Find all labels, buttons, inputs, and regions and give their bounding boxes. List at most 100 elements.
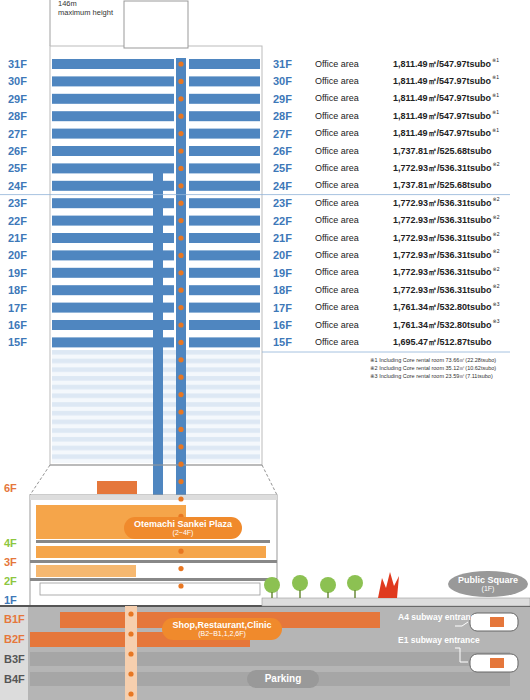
- text-label: Office area: [315, 216, 359, 226]
- floor-label: 27F: [8, 128, 27, 140]
- drawing-part: [189, 303, 260, 313]
- floor-label: 21F: [273, 232, 292, 244]
- footnote-mark: ※2: [493, 249, 500, 255]
- drawing-part: [178, 549, 183, 554]
- drawing-part: [128, 671, 133, 676]
- drawing-part: [178, 166, 183, 171]
- floor-label: 22F: [273, 215, 292, 227]
- footnote-mark: ※1: [492, 110, 499, 116]
- text-label: 1,737.81㎡/525.68tsubo: [393, 147, 492, 157]
- floor-label: 20F: [273, 249, 292, 261]
- drawing-part: [189, 181, 260, 191]
- text-label: Office area: [315, 60, 359, 70]
- footnote-mark: ※3: [493, 302, 500, 308]
- rounded-label-box: Parking: [247, 670, 320, 688]
- floor-label: 31F: [8, 58, 27, 70]
- drawing-part: [178, 479, 183, 484]
- text-label: ※3 Including Core rental room 23.59㎡(7.1…: [370, 373, 493, 379]
- text-label: Office area: [315, 199, 359, 209]
- footnote-mark: ※2: [493, 267, 500, 273]
- drawing-part: [178, 305, 183, 310]
- drawing-part: [178, 462, 183, 467]
- drawing-part: [178, 131, 183, 136]
- drawing-part: [178, 375, 183, 380]
- drawing-part: [52, 163, 174, 173]
- text-label: 1,772.93㎡/536.31tsubo: [393, 164, 492, 174]
- text-label: 1,761.34㎡/532.80tsubo: [393, 321, 492, 331]
- text-label: Office area: [315, 303, 359, 313]
- drawing-part: [178, 183, 183, 188]
- drawing-part: [189, 146, 260, 156]
- drawing-part: [189, 76, 260, 86]
- node-title: Parking: [265, 673, 302, 685]
- text-label: 146m: [58, 0, 77, 8]
- text-label: 1,772.93㎡/536.31tsubo: [393, 216, 492, 226]
- footnote-mark: ※2: [493, 284, 500, 290]
- floor-label: 18F: [273, 284, 292, 296]
- text-label: maximum height: [58, 9, 113, 17]
- floor-label: 23F: [8, 197, 27, 209]
- text-label: Office area: [315, 286, 359, 296]
- floor-label: 22F: [8, 215, 27, 227]
- footnote-mark: ※1: [492, 128, 499, 134]
- text-label: Office area: [315, 338, 359, 348]
- text-label: 1,772.93㎡/536.31tsubo: [393, 286, 492, 296]
- floor-label: 30F: [8, 75, 27, 87]
- floor-label: 26F: [273, 145, 292, 157]
- floor-label: 16F: [8, 319, 27, 331]
- drawing-part: [178, 288, 183, 293]
- floor-label: 17F: [8, 302, 27, 314]
- text-label: 1,811.49㎡/547.97tsubo: [393, 112, 491, 122]
- rounded-label-box: Public Square(1F): [448, 571, 528, 597]
- floor-label: B4F: [4, 673, 25, 685]
- node-subtitle: (1F): [458, 585, 518, 593]
- text-label: Office area: [315, 77, 359, 87]
- text-label: ※1 Including Core rental room 73.66㎡(22.…: [370, 357, 496, 363]
- drawing-part: [178, 566, 183, 571]
- text-label: 1,811.49㎡/547.97tsubo: [393, 94, 491, 104]
- drawing-part: [189, 250, 260, 260]
- drawing-part: [52, 94, 174, 104]
- text-label: E1 subway entrance: [398, 636, 480, 645]
- floor-label: 4F: [4, 537, 17, 549]
- floor-label: 25F: [273, 162, 292, 174]
- node-subtitle: (2~4F): [134, 529, 232, 537]
- footnote-mark: ※1: [492, 93, 499, 99]
- drawing-part: [178, 201, 183, 206]
- floor-label: 26F: [8, 145, 27, 157]
- floor-label: 30F: [273, 75, 292, 87]
- drawing-part: [178, 496, 183, 501]
- node-title: Shop,Restaurant,Clinic: [172, 620, 271, 630]
- drawing-part: [52, 111, 174, 121]
- floor-label: 24F: [8, 180, 27, 192]
- footnote-mark: ※2: [493, 197, 500, 203]
- drawing-part: [189, 163, 260, 173]
- floor-label: 27F: [273, 128, 292, 140]
- drawing-part: [178, 253, 183, 258]
- drawing-part: [52, 129, 174, 139]
- drawing-part: [178, 148, 183, 153]
- drawing-part: [189, 320, 260, 330]
- floor-label: 17F: [273, 302, 292, 314]
- floor-label: 28F: [273, 110, 292, 122]
- floor-label: 29F: [273, 93, 292, 105]
- drawing-part: [178, 357, 183, 362]
- floor-label: 23F: [273, 197, 292, 209]
- node-subtitle: (B2~B1,1,2,6F): [172, 630, 271, 638]
- text-label: 1,772.93㎡/536.31tsubo: [393, 268, 492, 278]
- floor-label: 20F: [8, 249, 27, 261]
- text-label: 1,737.81㎡/525.68tsubo: [393, 181, 492, 191]
- drawing-part: [178, 114, 183, 119]
- floor-label: 3F: [4, 556, 17, 568]
- text-label: 1,811.49㎡/547.97tsubo: [393, 129, 491, 139]
- footnote-mark: ※2: [493, 232, 500, 238]
- drawing-part: [178, 409, 183, 414]
- drawing-part: [189, 337, 260, 347]
- floor-label: B2F: [4, 633, 25, 645]
- floor-label: 25F: [8, 162, 27, 174]
- footnote-mark: ※2: [493, 215, 500, 221]
- floor-label: 28F: [8, 110, 27, 122]
- drawing-part: [128, 631, 133, 636]
- footnote-mark: ※3: [493, 319, 500, 325]
- text-label: 1,811.49㎡/547.97tsubo: [393, 60, 491, 70]
